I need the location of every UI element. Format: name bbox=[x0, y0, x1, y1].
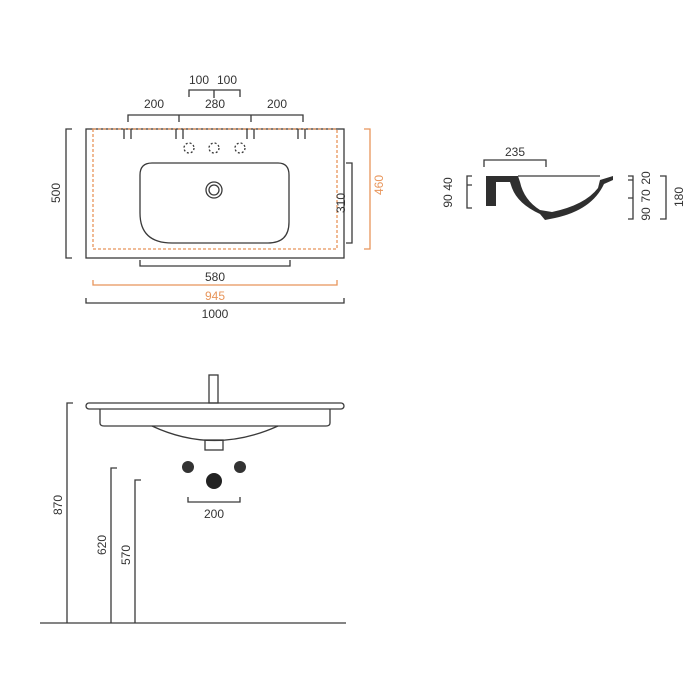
dim-line-supply-height bbox=[110, 467, 117, 623]
dim-right-offset: 200 bbox=[267, 97, 287, 111]
tap-hole-icon bbox=[183, 142, 195, 154]
dim-line-left-heights bbox=[466, 175, 472, 209]
countertop-front bbox=[85, 402, 345, 410]
dim-line-overall-width bbox=[85, 298, 345, 304]
dim-line-fixture-spacing bbox=[187, 497, 241, 503]
drain-icon bbox=[205, 181, 223, 199]
dim-overall-width: 1000 bbox=[202, 307, 229, 321]
dim-inner-width: 945 bbox=[205, 289, 225, 303]
supply-valve-icon bbox=[234, 461, 246, 473]
dim-mount-height: 870 bbox=[51, 495, 65, 515]
dim-line-offsets bbox=[127, 114, 304, 122]
top-view: 100 100 200 280 200 500 310 460 580 945 … bbox=[49, 73, 386, 321]
waste-pipe-icon bbox=[206, 473, 222, 489]
dim-hole-spacing-right: 100 bbox=[217, 73, 237, 87]
dim-left-top: 40 bbox=[441, 177, 455, 191]
dim-line-hole-spacing bbox=[188, 89, 241, 98]
tap-hole-icon bbox=[234, 142, 246, 154]
front-view: 200 870 620 570 bbox=[40, 374, 346, 624]
dim-right-top: 20 bbox=[639, 171, 653, 185]
dim-line-total-height bbox=[660, 175, 667, 220]
dim-total-height: 180 bbox=[672, 187, 686, 207]
dim-center-span: 280 bbox=[205, 97, 225, 111]
dim-line-waste-height bbox=[134, 479, 141, 623]
dim-left-bottom: 90 bbox=[441, 194, 455, 208]
dim-rim-width: 235 bbox=[505, 145, 525, 159]
dim-inner-depth: 460 bbox=[372, 175, 386, 195]
basin-bowl bbox=[151, 425, 279, 442]
dim-right-bottom: 90 bbox=[639, 207, 653, 221]
supply-valve-icon bbox=[182, 461, 194, 473]
dim-line-basin-depth bbox=[346, 162, 353, 244]
dim-line-depth bbox=[65, 128, 72, 259]
dim-hole-spacing-left: 100 bbox=[189, 73, 209, 87]
dim-supply-height: 620 bbox=[95, 535, 109, 555]
dim-line-rim-width bbox=[483, 159, 547, 167]
dim-left-offset: 200 bbox=[144, 97, 164, 111]
dim-basin-depth: 310 bbox=[334, 193, 348, 213]
dim-basin-width: 580 bbox=[205, 270, 225, 284]
inner-outline bbox=[92, 128, 338, 250]
section-view: 235 40 90 20 70 90 180 bbox=[441, 145, 686, 221]
basin-apron bbox=[99, 409, 331, 427]
dim-line-basin-width bbox=[139, 260, 291, 267]
tap-holes bbox=[183, 142, 246, 154]
dim-line-mount-height bbox=[66, 402, 73, 623]
dim-right-mid: 70 bbox=[639, 189, 653, 203]
dim-line-inner-depth bbox=[364, 128, 371, 250]
dim-line-right-heights bbox=[628, 175, 634, 220]
basin-outline bbox=[139, 162, 290, 244]
faucet-icon bbox=[208, 374, 219, 404]
dim-line-inner-width bbox=[92, 280, 338, 286]
reference-ticks bbox=[123, 129, 306, 139]
dim-waste-height: 570 bbox=[119, 545, 133, 565]
sink-section-profile bbox=[486, 176, 613, 220]
waste-outlet bbox=[204, 439, 224, 451]
drain-inner-ring bbox=[208, 184, 220, 196]
dim-fixture-spacing: 200 bbox=[204, 507, 224, 521]
countertop-outline bbox=[85, 128, 345, 259]
dim-depth: 500 bbox=[49, 183, 63, 203]
tap-hole-icon bbox=[208, 142, 220, 154]
